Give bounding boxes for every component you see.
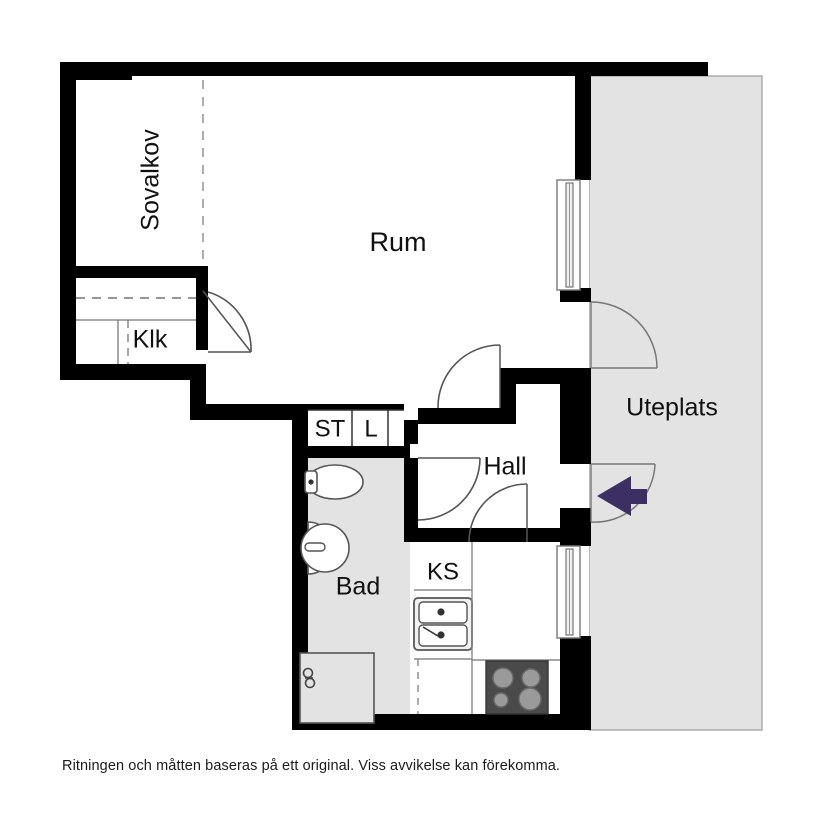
exterior-walls bbox=[60, 62, 708, 730]
shower-fixture bbox=[299, 652, 375, 724]
washbasin-fixture bbox=[300, 521, 350, 575]
klk-closet-internals bbox=[76, 297, 196, 364]
kitchen-counter-line bbox=[414, 542, 560, 714]
toilet-fixture bbox=[304, 464, 364, 500]
door-ks bbox=[468, 483, 528, 543]
window-rum bbox=[556, 179, 581, 291]
st-l-closet-internals bbox=[308, 409, 404, 446]
door-rum-hall bbox=[437, 344, 501, 409]
entry-arrow-icon bbox=[597, 476, 647, 516]
room-label-sovalkov: Sovalkov bbox=[137, 129, 165, 231]
uteplats-shaded-area bbox=[588, 75, 763, 731]
interior-floor bbox=[60, 62, 708, 730]
door-entry[interactable] bbox=[590, 463, 656, 523]
door-klk bbox=[202, 290, 252, 353]
drawing-disclaimer-caption: Ritningen och måtten baseras på ett orig… bbox=[62, 758, 561, 774]
room-label-hall: Hall bbox=[483, 453, 526, 481]
room-label-uteplats: Uteplats bbox=[626, 394, 718, 422]
door-bad bbox=[417, 457, 481, 521]
room-label-st: ST bbox=[315, 415, 346, 442]
room-label-bad: Bad bbox=[336, 573, 380, 601]
room-label-l: L bbox=[364, 415, 377, 442]
kitchen-sink-fixture bbox=[413, 597, 473, 651]
window-kitchen bbox=[556, 545, 581, 639]
room-label-ks: KS bbox=[427, 558, 459, 585]
room-label-klk: Klk bbox=[133, 326, 168, 354]
stove-fixture bbox=[485, 660, 549, 715]
door-patio bbox=[590, 301, 658, 369]
room-label-rum: Rum bbox=[369, 227, 426, 257]
